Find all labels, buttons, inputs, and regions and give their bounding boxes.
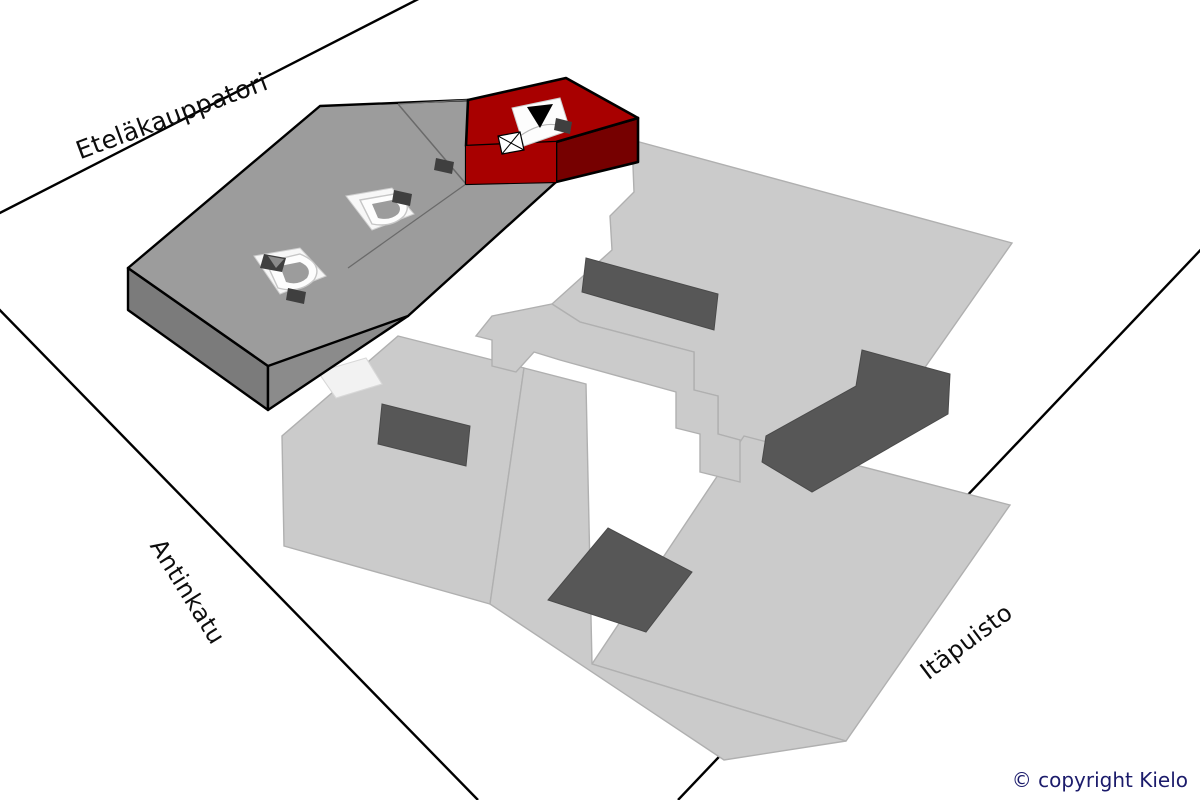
entrance-marker-east[interactable] (345, 187, 415, 231)
patch-east-long[interactable] (761, 349, 951, 493)
door-tab-highlight-west (268, 256, 284, 268)
entrance-marker-west[interactable] (253, 247, 327, 295)
street-line-antinkatu (0, 308, 479, 800)
highlight-block-top-extension (466, 142, 556, 184)
roof-plane-south[interactable] (489, 367, 847, 761)
entrance-marker-highlight[interactable] (497, 97, 572, 155)
copyright-notice: © copyright Kielo (1011, 768, 1188, 792)
door-dark-tab-east (392, 190, 412, 206)
grey-building-division-lines (347, 99, 469, 269)
roof-patches-group (377, 257, 951, 633)
rooftop-marker-mid (434, 158, 454, 174)
door-glyph-west-inner (280, 262, 309, 284)
roof-plane-courtyard[interactable] (474, 303, 741, 483)
entrance-markers-group (253, 97, 572, 304)
crossed-box-icon (497, 131, 525, 155)
street-line-etelakauppatori (0, 0, 420, 215)
roof-planes-group (281, 139, 1014, 761)
patch-northeast[interactable] (581, 257, 719, 331)
patch-south[interactable] (547, 527, 693, 633)
door-glyph-east-inner (372, 200, 400, 219)
down-arrow-pointer-icon[interactable] (527, 104, 553, 128)
patch-west[interactable] (377, 403, 471, 467)
entrance-dark-tab-highlight (554, 118, 572, 134)
rooftop-marker-low (286, 288, 306, 304)
roof-panel-small-pale (317, 357, 383, 399)
